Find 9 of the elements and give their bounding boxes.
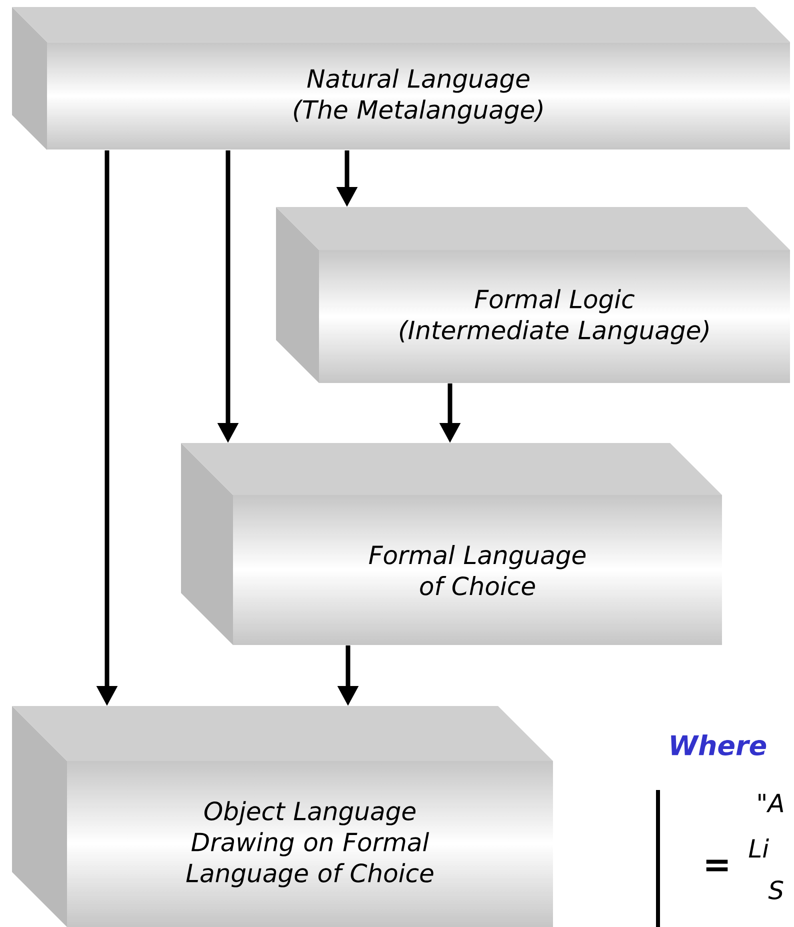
3d-box: Formal Language of Choice (181, 443, 722, 645)
label: S (768, 880, 784, 900)
equals-sign: = (706, 860, 728, 872)
3d-box: Natural Language (The Metalanguage) (12, 7, 790, 150)
heading: Where (671, 734, 766, 756)
label: "A (758, 794, 784, 812)
3d-box: Object Language Drawing on Formal Language of Choice (12, 706, 553, 927)
3d-box: Formal Logic (Intermediate Language) (276, 207, 790, 383)
label: Li (748, 838, 769, 858)
